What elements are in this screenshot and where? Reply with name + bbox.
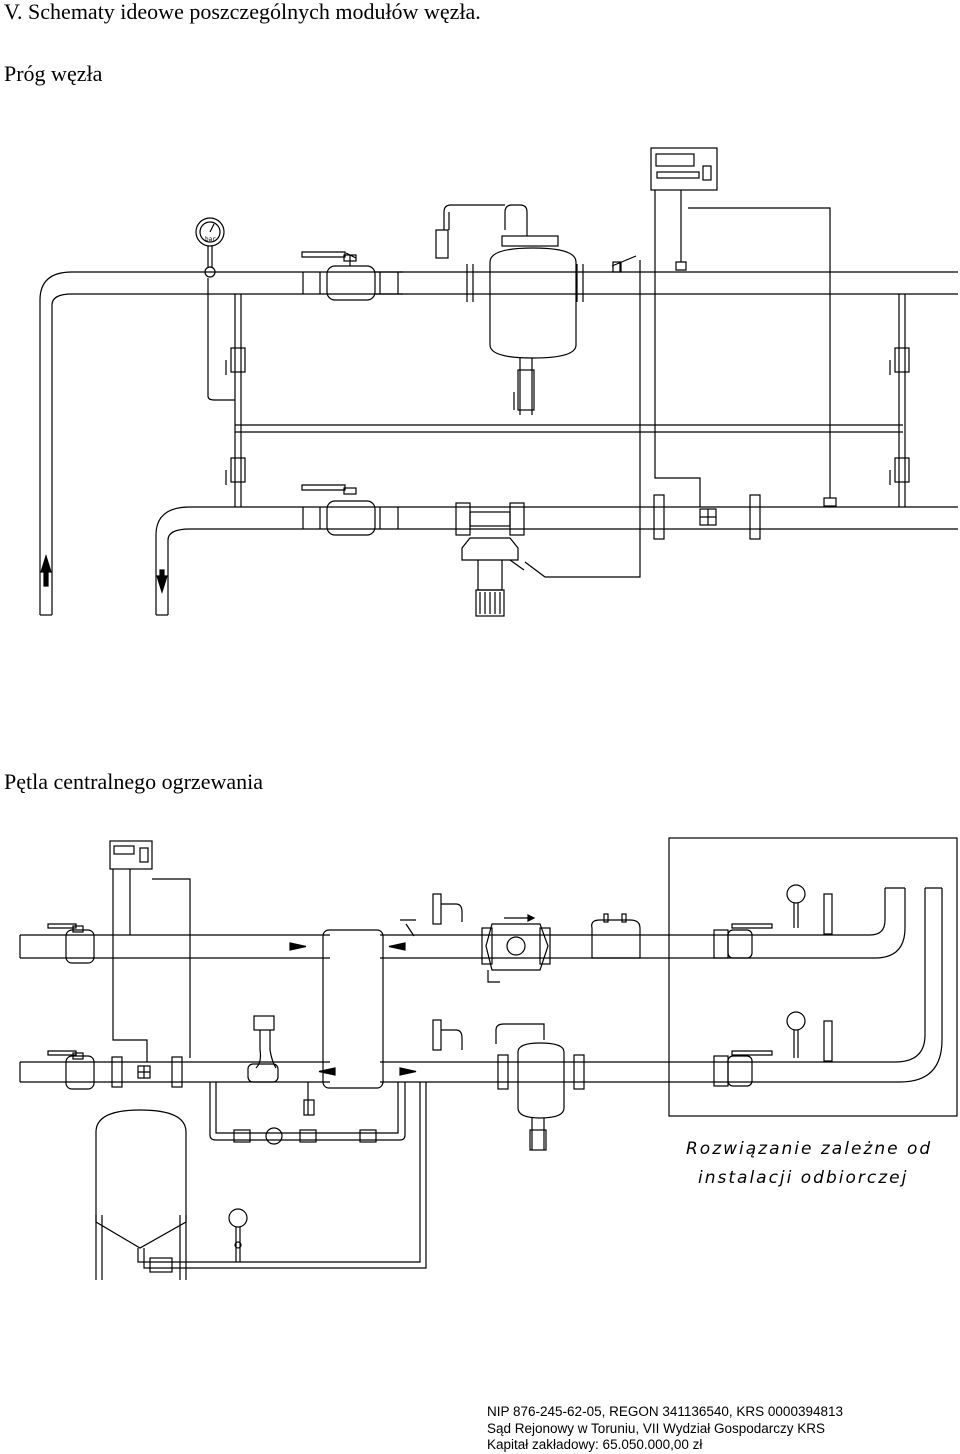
note-line-2: instalacji odbiorczej [698, 1168, 908, 1188]
up-arrow-icon [40, 553, 52, 587]
section-title-threshold: Próg węzła [4, 61, 103, 86]
controller-loop [109, 840, 191, 1062]
control-valve [247, 1015, 279, 1083]
heat-exchanger [322, 929, 384, 1089]
strainer [455, 502, 525, 536]
return-pipe [155, 506, 958, 616]
supply-pipe-loop [19, 887, 906, 959]
node-threshold-diagram: bar [39, 147, 958, 617]
footer-line-1: NIP 876-245-62-05, REGON 341136540, KRS … [487, 1404, 843, 1419]
pressure-gauge-icon: bar [195, 217, 235, 401]
supply-pipe [39, 271, 958, 616]
safety-valve-top [400, 893, 463, 937]
ball-valve-left-bottom [47, 1050, 95, 1090]
bypass-loop [209, 1082, 406, 1145]
drain-tap-icon [611, 255, 637, 273]
flow-meter-loop [111, 1056, 183, 1088]
expansion-vessel [95, 1082, 427, 1280]
page-heading: V. Schematy ideowe poszczególnych modułó… [4, 0, 481, 24]
bypass-pipe [235, 424, 903, 433]
heating-loop-diagram: Rozwiązanie zależne od instalacji odbior… [19, 837, 958, 1280]
ball-valve-right-bottom [713, 1050, 773, 1087]
ball-valve-return [301, 484, 399, 536]
safety-valve-bottom [432, 1019, 463, 1051]
heat-meter-controller [524, 147, 837, 578]
differential-pressure-regulator [461, 537, 525, 617]
dependent-installation-frame [668, 837, 958, 1117]
pressure-gauge-bottom-icon [786, 1011, 833, 1062]
ball-valve-supply-top [301, 251, 403, 301]
company-footer: NIP 876-245-62-05, REGON 341136540, KRS … [487, 1404, 843, 1454]
svg-text:bar: bar [205, 236, 216, 243]
footer-line-3: Kapitał zakładowy: 65.050.000,00 zł [487, 1437, 703, 1452]
down-arrow-icon [156, 569, 168, 595]
air-vent-tank [591, 913, 641, 959]
pressure-gauge-vessel-icon [228, 1208, 248, 1262]
right-connector [889, 294, 910, 507]
section-title-heating-loop: Pętla centralnego ogrzewania [4, 769, 263, 794]
dirt-separator [435, 204, 584, 415]
dirt-separator-loop [495, 1023, 585, 1151]
footer-line-2: Sąd Rejonowy w Toruniu, VII Wydział Gosp… [487, 1420, 826, 1436]
ball-valve-left-top [47, 923, 95, 964]
return-pipe-loop [19, 887, 943, 1083]
flow-meter [653, 494, 761, 540]
ball-valve-right-top [713, 923, 773, 959]
note-line-1: Rozwiązanie zależne od [686, 1139, 932, 1159]
pressure-gauge-top-icon [786, 884, 833, 935]
circulation-pump [481, 914, 551, 983]
